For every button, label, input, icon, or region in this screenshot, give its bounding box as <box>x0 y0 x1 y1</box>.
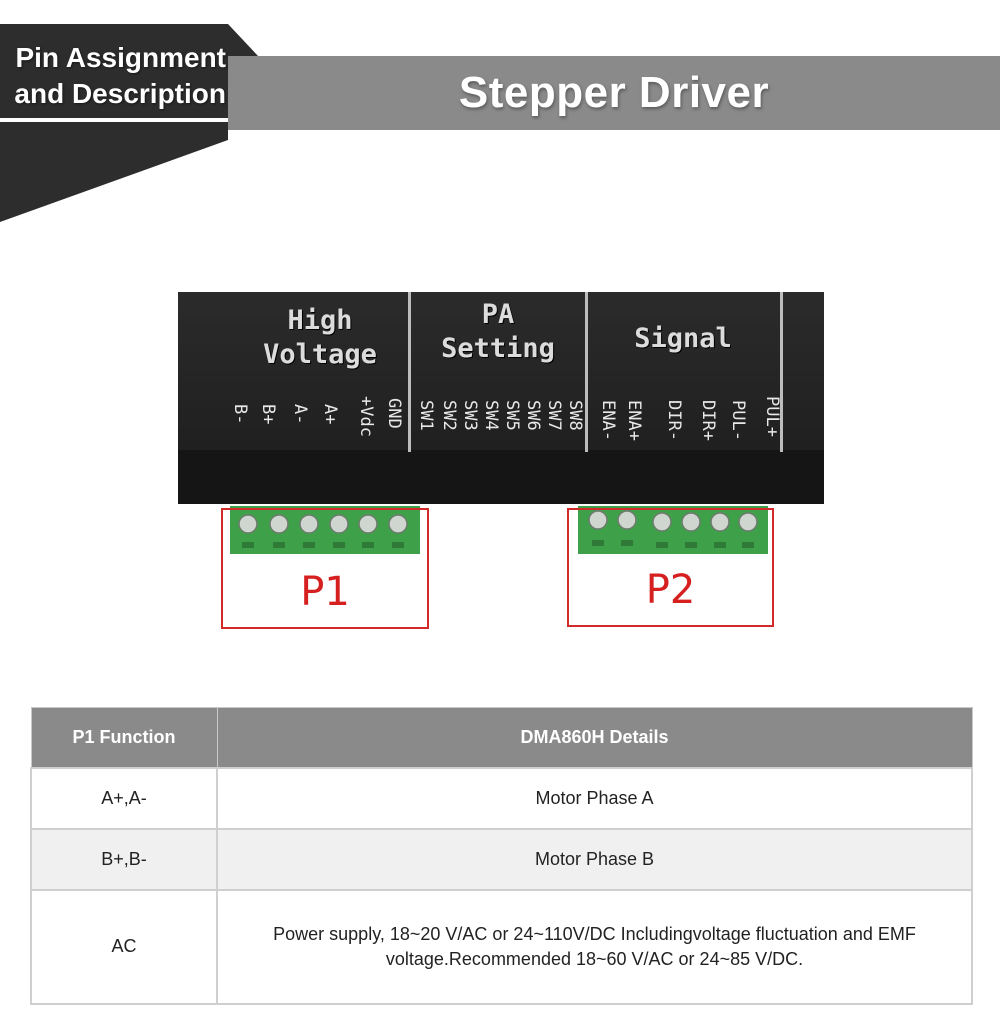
table-row: B+,B- Motor Phase B <box>30 827 973 891</box>
pin-label: DIR- <box>664 400 684 441</box>
pin-label: GND <box>384 398 404 429</box>
section-high-voltage: High Voltage <box>240 304 400 372</box>
table-cell-function: AC <box>30 888 218 1005</box>
section-high-voltage-line1: High <box>287 305 353 336</box>
header-tab: Pin Assignment and Description <box>0 0 260 222</box>
table-row: AC Power supply, 18~20 V/AC or 24~110V/D… <box>30 888 973 1005</box>
header-tab-shape <box>0 24 258 222</box>
section-high-voltage-line2: Voltage <box>263 339 377 370</box>
pin-label: SW8 <box>565 400 585 431</box>
pin-label: SW6 <box>523 400 543 431</box>
section-signal-line1: Signal <box>634 323 732 354</box>
pin-label: ENA- <box>598 400 618 441</box>
section-pa-setting-line2: Setting <box>441 333 555 364</box>
pin-label: SW4 <box>481 400 501 431</box>
port-p2-label: P2 <box>645 567 696 613</box>
port-p2-box: P2 <box>567 508 774 627</box>
pin-label: B+ <box>258 404 278 425</box>
pin-label: PUL- <box>728 400 748 441</box>
pin-label: DIR+ <box>698 400 718 441</box>
pin-label: SW2 <box>439 400 459 431</box>
table-cell-function: B+,B- <box>30 827 218 891</box>
driver-body <box>178 292 824 554</box>
page-title: Stepper Driver <box>458 68 770 117</box>
section-signal: Signal <box>598 322 768 356</box>
table-header-row: P1 Function DMA860H Details <box>30 707 973 768</box>
table-cell-details: Motor Phase A <box>216 766 973 830</box>
table-row: A+,A- Motor Phase A <box>30 766 973 830</box>
pin-label: SW3 <box>460 400 480 431</box>
section-pa-setting: PA Setting <box>418 298 578 366</box>
pin-label: A- <box>290 404 310 425</box>
pin-label: +Vdc <box>356 396 376 437</box>
header-tab-text: Pin Assignment and Description <box>0 40 228 112</box>
pin-label: PUL+ <box>762 396 782 437</box>
pin-label: ENA+ <box>624 400 644 441</box>
pin-label: SW1 <box>416 400 436 431</box>
header-bar: Stepper Driver <box>228 56 1000 130</box>
section-pa-setting-line1: PA <box>481 299 515 330</box>
pin-label: B- <box>230 404 250 425</box>
pin-label: SW7 <box>544 400 564 431</box>
port-p1-label: P1 <box>300 569 350 615</box>
table-cell-details: Motor Phase B <box>216 827 973 891</box>
pin-label: A+ <box>320 404 340 425</box>
column-header-details: DMA860H Details <box>216 707 973 768</box>
table-cell-details: Power supply, 18~20 V/AC or 24~110V/DC I… <box>216 888 973 1005</box>
port-p1-box: P1 <box>221 508 429 629</box>
driver-photo: High Voltage PA Setting Signal B- B+ A- … <box>178 292 824 632</box>
header-tab-line2: and Description <box>14 78 226 109</box>
table-cell-function: A+,A- <box>30 766 218 830</box>
pin-function-table: P1 Function DMA860H Details A+,A- Motor … <box>30 707 973 1005</box>
header-tab-line1: Pin Assignment <box>15 42 226 73</box>
column-header-function: P1 Function <box>30 707 218 768</box>
pin-label: SW5 <box>502 400 522 431</box>
